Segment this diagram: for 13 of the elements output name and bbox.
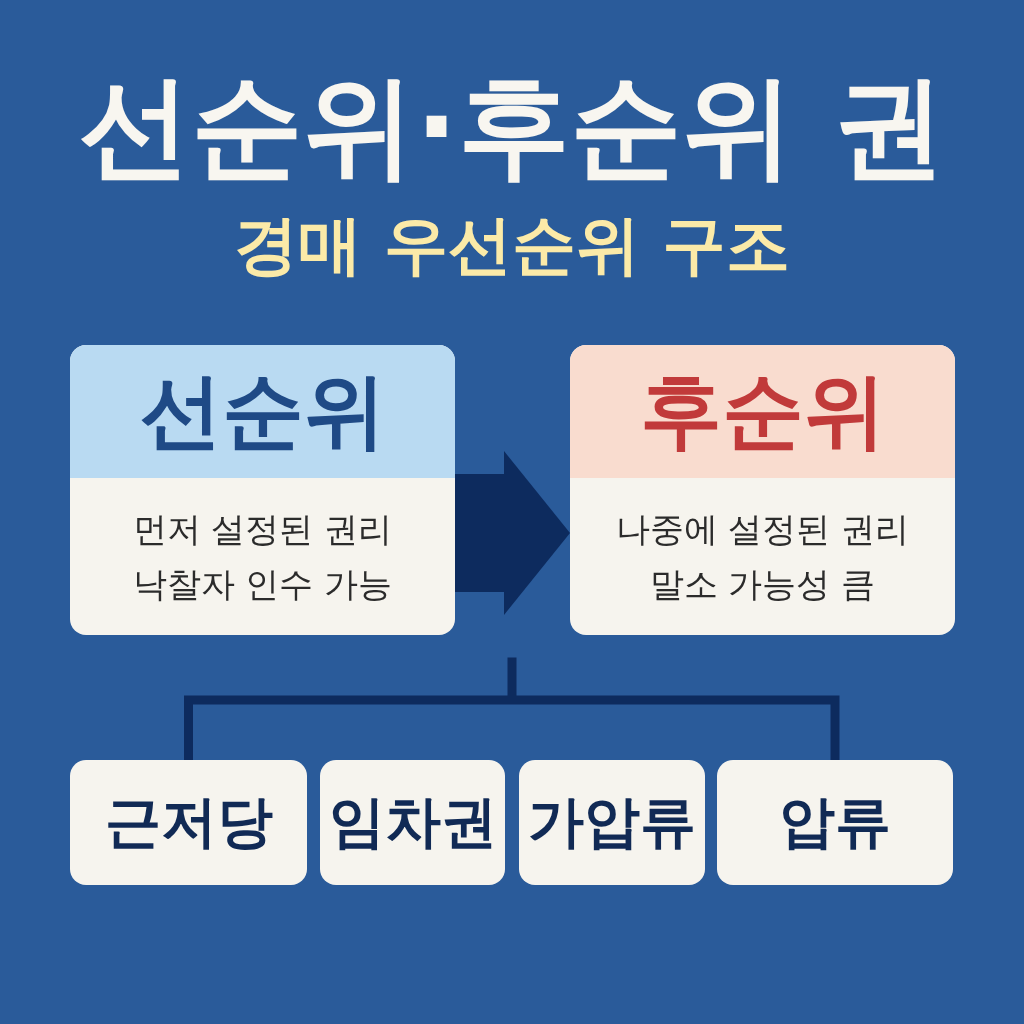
card-heading: 선순위 bbox=[70, 345, 455, 478]
category-box: 압류 bbox=[717, 760, 953, 885]
card-text: 나중에 설정된 권리 말소 가능성 큼 bbox=[614, 508, 911, 606]
arrow bbox=[455, 451, 570, 615]
info-card bbox=[570, 345, 955, 635]
info-card bbox=[70, 345, 455, 635]
subtitle: 경매 우선순위 구조 bbox=[232, 210, 792, 281]
category-box: 근저당 bbox=[70, 760, 307, 885]
title: 선순위·후순위 권 bbox=[78, 65, 946, 189]
card-text: 먼저 설정된 권리 낙찰자 인수 가능 bbox=[131, 508, 394, 606]
card-heading: 후순위 bbox=[570, 345, 955, 478]
category-box: 가압류 bbox=[519, 760, 705, 885]
category-box: 임차권 bbox=[320, 760, 505, 885]
